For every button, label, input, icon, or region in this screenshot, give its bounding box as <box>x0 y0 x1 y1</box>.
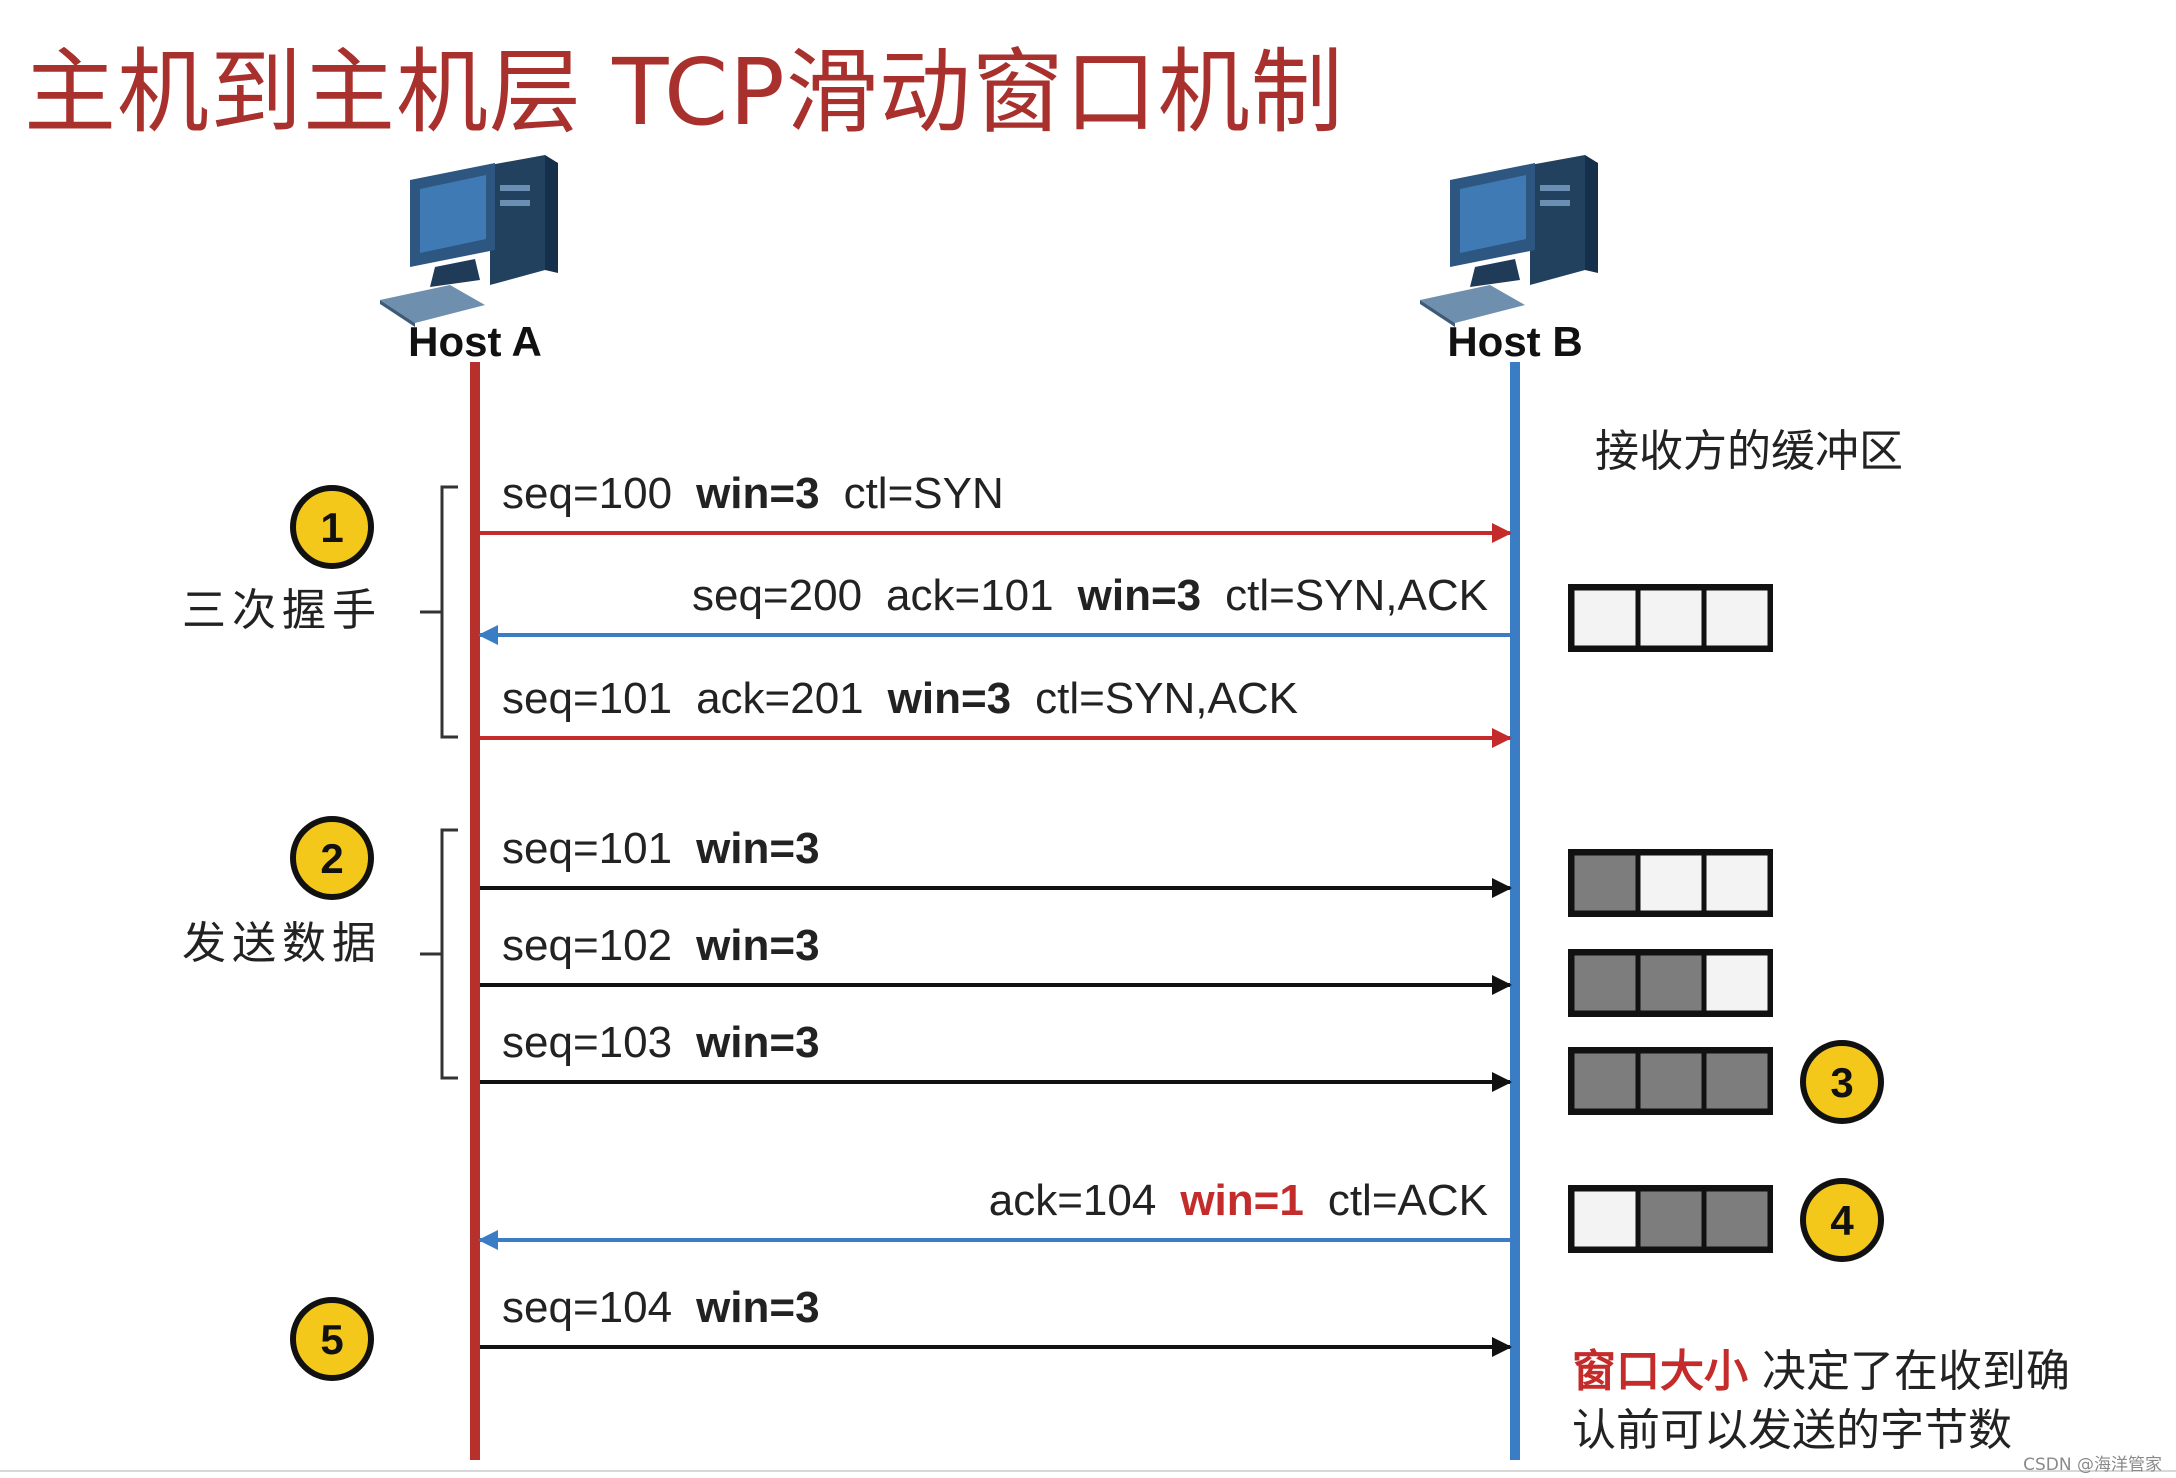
message-label: seq=101 win=3 <box>502 824 820 873</box>
host-a-lifeline <box>470 362 480 1460</box>
send-data-label: 发送数据 <box>182 918 382 969</box>
message-label: ack=104 win=1 ctl=ACK <box>989 1176 1488 1225</box>
buffer-5 <box>1568 1185 1773 1253</box>
buffer-cell-filled <box>1703 1188 1771 1250</box>
step-2-badge: 2 <box>290 816 374 900</box>
message-3: seq=101 ack=201 win=3 ctl=SYN,ACK <box>480 674 1512 748</box>
step-5-badge: 5 <box>290 1297 374 1381</box>
buffer-cell-filled <box>1703 1050 1771 1112</box>
buffer-4 <box>1568 1047 1773 1115</box>
message-window: win=1 <box>1179 1176 1304 1225</box>
buffer-cell-filled <box>1571 852 1639 914</box>
message-field: ack=101 <box>886 571 1054 620</box>
message-field: seq=103 <box>502 1018 672 1067</box>
message-8: seq=104 win=3 <box>480 1283 1512 1357</box>
message-window: win=3 <box>695 921 820 970</box>
message-window: win=3 <box>695 1018 820 1067</box>
message-window: win=3 <box>695 469 820 518</box>
message-5: seq=102 win=3 <box>480 921 1512 995</box>
message-6: seq=103 win=3 <box>480 1018 1512 1092</box>
message-field: ack=201 <box>696 674 864 723</box>
message-field: seq=104 <box>502 1283 672 1332</box>
message-2: seq=200 ack=101 win=3 ctl=SYN,ACK <box>478 571 1510 645</box>
buffer-cell-empty <box>1703 852 1771 914</box>
buffer-badge-4: 4 <box>1800 1178 1884 1262</box>
buffer-2 <box>1568 849 1773 917</box>
buffer-cell-empty <box>1637 852 1705 914</box>
window-note-highlight: 窗口大小 <box>1572 1346 1748 1397</box>
message-window: win=3 <box>695 1283 820 1332</box>
buffer-cell-empty <box>1571 1188 1639 1250</box>
badge-number: 3 <box>1830 1059 1853 1106</box>
badge-number: 4 <box>1830 1197 1854 1244</box>
message-1: seq=100 win=3 ctl=SYN <box>480 469 1512 543</box>
message-field: ctl=SYN <box>844 469 1004 518</box>
window-note-line1: 决定了在收到确 <box>1762 1346 2070 1397</box>
message-label: seq=102 win=3 <box>502 921 820 970</box>
message-field: ack=104 <box>989 1176 1157 1225</box>
buffer-cell-filled <box>1571 952 1639 1014</box>
message-window: win=3 <box>1077 571 1202 620</box>
message-field: ctl=SYN,ACK <box>1035 674 1298 723</box>
message-field: seq=101 <box>502 824 672 873</box>
message-field: seq=101 <box>502 674 672 723</box>
message-label: seq=200 ack=101 win=3 ctl=SYN,ACK <box>692 571 1488 620</box>
badge-number: 1 <box>320 504 343 551</box>
badge-circle <box>1800 1178 1884 1262</box>
buffer-3 <box>1568 949 1773 1017</box>
buffer-cell-empty <box>1637 587 1705 649</box>
message-window: win=3 <box>887 674 1012 723</box>
badge-circle <box>290 485 374 569</box>
message-window: win=3 <box>695 824 820 873</box>
message-field: ctl=SYN,ACK <box>1225 571 1488 620</box>
buffer-cell-filled <box>1571 1050 1639 1112</box>
message-field: ctl=ACK <box>1328 1176 1488 1225</box>
badge-circle <box>290 816 374 900</box>
host-b-label: Host B <box>1447 318 1582 365</box>
buffer-cell-empty <box>1571 587 1639 649</box>
watermark: CSDN @海洋管家 <box>2023 1455 2162 1475</box>
buffer-heading: 接收方的缓冲区 <box>1595 426 1903 477</box>
message-field: seq=200 <box>692 571 862 620</box>
computer-icon <box>1420 155 1598 327</box>
buffer-cell-empty <box>1703 952 1771 1014</box>
window-note-line2: 认前可以发送的字节数 <box>1572 1405 2012 1456</box>
buffer-cell-filled <box>1637 1188 1705 1250</box>
badge-circle <box>1800 1040 1884 1124</box>
buffer-cell-empty <box>1703 587 1771 649</box>
window-note: 窗口大小决定了在收到确 <box>1572 1346 2070 1397</box>
buffer-1 <box>1568 584 1773 652</box>
badge-number: 2 <box>320 835 343 882</box>
buffer-badge-3: 3 <box>1800 1040 1884 1124</box>
footer-divider <box>0 1470 2176 1472</box>
message-label: seq=104 win=3 <box>502 1283 820 1332</box>
brace-send-data <box>420 828 458 1080</box>
badge-circle <box>290 1297 374 1381</box>
buffer-cell-filled <box>1637 1050 1705 1112</box>
host-a-label: Host A <box>408 318 542 365</box>
handshake-label: 三次握手 <box>182 585 382 636</box>
message-4: seq=101 win=3 <box>480 824 1512 898</box>
message-field: seq=102 <box>502 921 672 970</box>
buffer-cell-filled <box>1637 952 1705 1014</box>
message-7: ack=104 win=1 ctl=ACK <box>478 1176 1510 1250</box>
host-b-lifeline <box>1510 362 1520 1460</box>
computer-icon <box>380 155 558 327</box>
message-label: seq=103 win=3 <box>502 1018 820 1067</box>
page-title: 主机到主机层 TCP滑动窗口机制 <box>24 39 1344 146</box>
message-label: seq=101 ack=201 win=3 ctl=SYN,ACK <box>502 674 1298 723</box>
step-1-badge: 1 <box>290 485 374 569</box>
brace-handshake <box>420 485 458 739</box>
message-label: seq=100 win=3 ctl=SYN <box>502 469 1004 518</box>
badge-number: 5 <box>320 1316 343 1363</box>
message-field: seq=100 <box>502 469 672 518</box>
